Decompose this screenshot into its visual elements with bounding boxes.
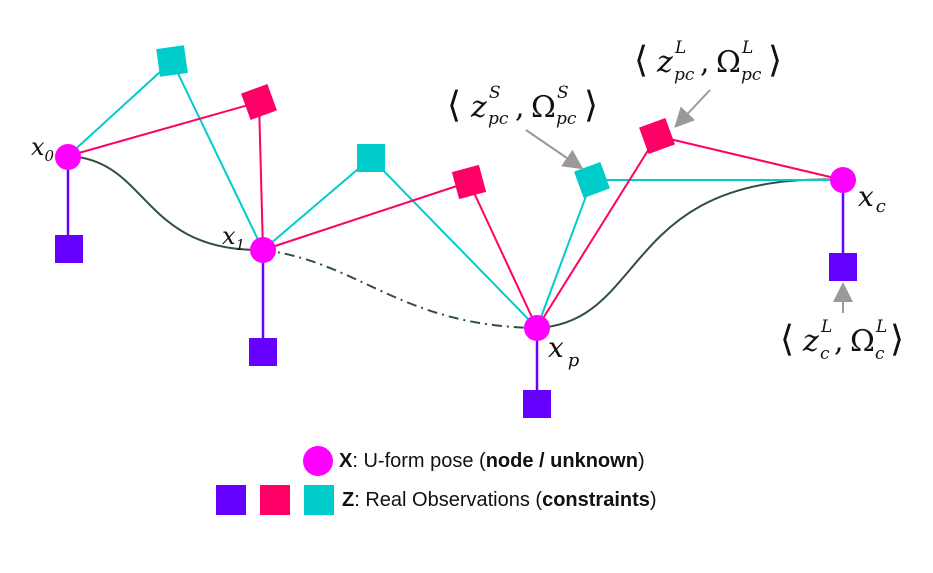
pose-node-xp xyxy=(524,315,550,341)
svg-text:pc: pc xyxy=(556,109,577,129)
legend-pose-sep: : xyxy=(352,449,364,472)
svg-text:L: L xyxy=(820,317,832,337)
cyan-edge-xp-c3 xyxy=(536,179,593,329)
svg-text:⟩: ⟩ xyxy=(584,85,598,126)
cyan-edge-x1-c2 xyxy=(262,157,372,251)
legend-row-observations: Z : Real Observations ( constraints ) xyxy=(216,485,657,515)
pink-edge-x1-p2 xyxy=(262,181,470,251)
cyan-factor-1 xyxy=(156,45,188,77)
svg-text:c: c xyxy=(820,344,830,364)
svg-text:z: z xyxy=(802,324,819,359)
arrow-short-term xyxy=(525,129,584,170)
svg-text:c: c xyxy=(875,344,885,364)
annotation-short-term: ⟨ z S pc , Ω S pc ⟩ xyxy=(447,83,598,129)
svg-text:pc: pc xyxy=(488,109,509,129)
svg-text:Ω: Ω xyxy=(716,45,741,80)
pink-edge-p1-x1 xyxy=(258,101,264,251)
pink-edge-p2-xp xyxy=(468,181,538,329)
svg-text:⟩: ⟩ xyxy=(890,319,904,360)
pose-node-x0 xyxy=(55,144,81,170)
node-label-x1: x1 xyxy=(222,222,245,254)
svg-text:Ω: Ω xyxy=(850,324,875,359)
legend-obs-text: Real Observations ( xyxy=(365,488,543,511)
legend-pose-close: ) xyxy=(637,449,645,472)
cyan-edge-c1-x1 xyxy=(171,60,264,251)
svg-text:⟩: ⟩ xyxy=(768,40,782,81)
legend-pose-bold: node / unknown xyxy=(485,449,638,472)
legend-pose-key: X xyxy=(339,449,353,472)
svg-text:pc: pc xyxy=(674,65,695,85)
svg-text:L: L xyxy=(875,317,887,337)
pose-node-xc xyxy=(830,167,856,193)
svg-text:L: L xyxy=(674,38,686,58)
annotation-long-term: ⟨ z L pc , Ω L pc ⟩ xyxy=(634,38,782,85)
legend-unary-square-icon xyxy=(216,485,246,515)
svg-text:S: S xyxy=(557,83,569,103)
legend-obs-sep: : xyxy=(354,488,366,511)
legend-pose-circle-icon xyxy=(303,446,333,476)
svg-text:pc: pc xyxy=(741,65,762,85)
annotation-prior: ⟨ z L c , Ω L c ⟩ xyxy=(780,317,904,364)
svg-text:Ω: Ω xyxy=(531,90,556,125)
svg-text:S: S xyxy=(489,83,501,103)
svg-text:z: z xyxy=(656,45,673,80)
unary-factor-x0 xyxy=(55,235,83,263)
trajectory-edge-x0-x1 xyxy=(67,155,264,252)
svg-text:L: L xyxy=(741,38,753,58)
unary-factor-xp xyxy=(523,390,551,418)
pink-edge-xp-p3 xyxy=(536,135,658,329)
svg-text:,: , xyxy=(700,45,710,80)
svg-text:,: , xyxy=(834,324,844,359)
legend-short-term-square-icon xyxy=(260,485,290,515)
legend-long-term-square-icon xyxy=(304,485,334,515)
svg-text:⟨: ⟨ xyxy=(447,85,461,126)
legend-obs-close: ) xyxy=(649,488,657,511)
pink-edge-x0-p1 xyxy=(67,101,260,157)
svg-text:z: z xyxy=(470,90,487,125)
pink-factor-1 xyxy=(241,84,277,120)
unary-factor-x1 xyxy=(249,338,277,366)
cyan-factor-3 xyxy=(574,162,610,198)
unary-factor-xc xyxy=(829,253,857,281)
pink-factor-3 xyxy=(639,118,675,154)
svg-text:⟨: ⟨ xyxy=(634,40,648,81)
legend-row-pose: X : U-form pose ( node / unknown ) xyxy=(303,446,645,476)
cyan-edge-c2-xp xyxy=(370,157,538,329)
legend-obs-bold: constraints xyxy=(542,488,650,511)
trajectory-edge-xp-xc xyxy=(536,178,844,329)
pose-node-x1 xyxy=(250,237,276,263)
svg-text:,: , xyxy=(515,90,525,125)
trajectory-edge-x1-xp-dashed xyxy=(262,249,538,329)
legend-pose-text: U-form pose ( xyxy=(363,449,486,472)
cyan-factor-2 xyxy=(357,144,385,172)
cyan-edge-x0-c1 xyxy=(67,60,173,157)
arrow-long-term xyxy=(674,89,711,128)
node-label-x0: x0 xyxy=(31,133,55,165)
pink-edge-p3-xc xyxy=(656,135,844,181)
legend-obs-key: Z xyxy=(342,488,355,511)
svg-text:⟨: ⟨ xyxy=(780,319,794,360)
pink-factor-2 xyxy=(451,164,487,200)
